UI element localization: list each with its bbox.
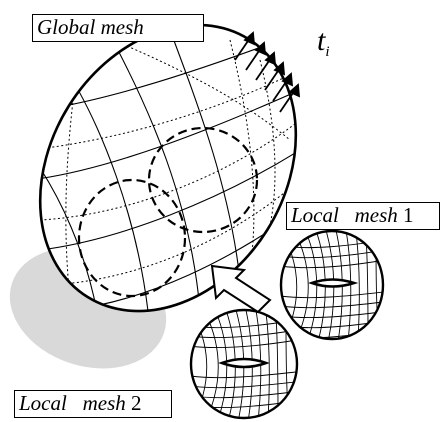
local-mesh-2-label: Local mesh 2 (14, 390, 172, 418)
local-region-1-outline (147, 126, 259, 234)
traction-label: ti (317, 24, 330, 61)
local-mesh-1-label: Local mesh 1 (286, 202, 440, 230)
global-mesh-label-text: Global mesh (37, 15, 144, 39)
local-mesh-2 (189, 308, 299, 420)
traction-arrows (234, 31, 301, 113)
traction-subscript: i (325, 44, 330, 60)
local-mesh-2-crack (218, 357, 270, 369)
local-mesh-1 (279, 229, 385, 341)
local-mesh-2-label-number: 2 (131, 391, 142, 415)
local-mesh-1-label-text: Local mesh (291, 203, 398, 227)
traction-symbol: t (317, 24, 326, 57)
local-mesh-1-label-number: 1 (403, 203, 414, 227)
hollow-arrow (210, 264, 272, 314)
local-mesh-1-crack (308, 278, 359, 288)
local-region-2-outline (77, 178, 187, 298)
local-mesh-2-label-text: Local mesh (19, 391, 126, 415)
global-mesh-label: Global mesh (32, 14, 204, 42)
